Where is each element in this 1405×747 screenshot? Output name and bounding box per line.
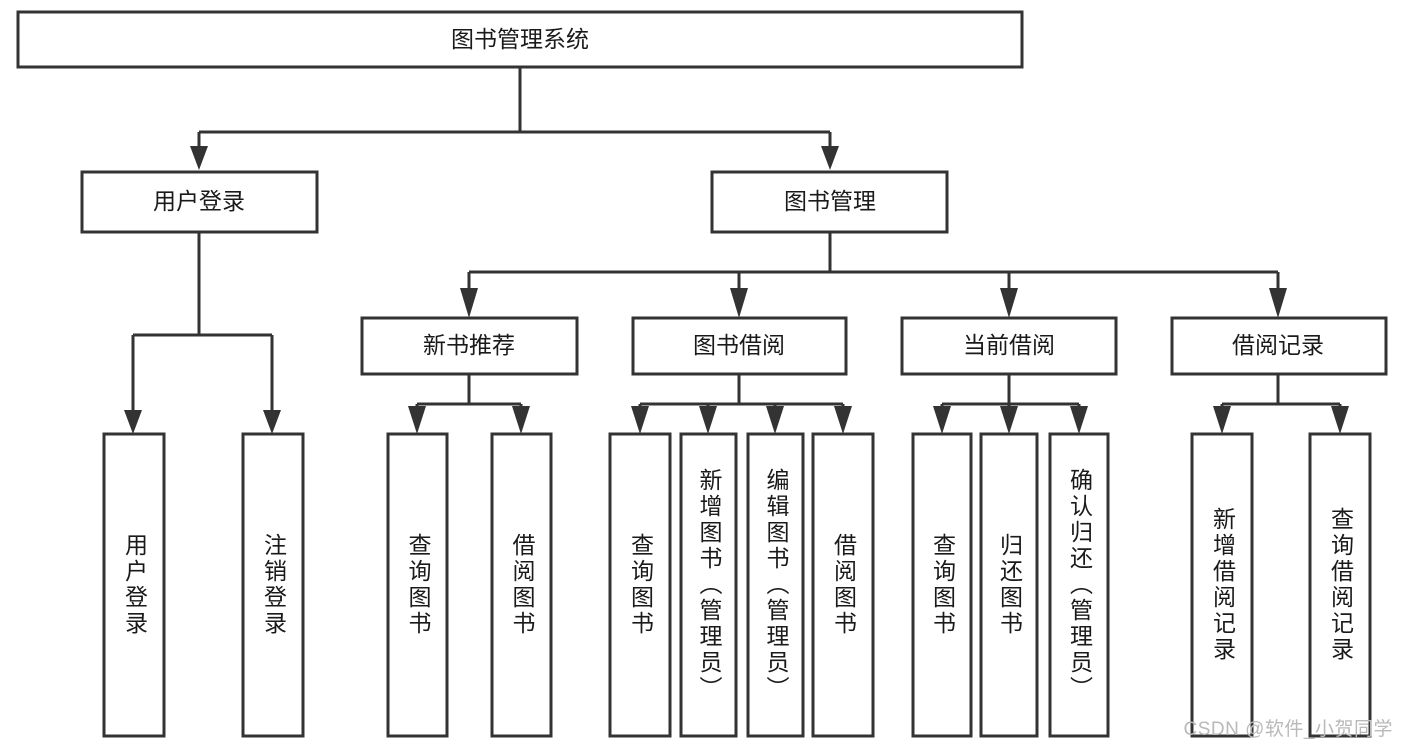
node-current-borrow[interactable]: 当前借阅: [900, 316, 1118, 376]
arrow-icon: [408, 406, 426, 434]
node-label: 当前借阅: [963, 332, 1055, 358]
leaf-box-query-book-3[interactable]: [911, 432, 973, 738]
arrow-icon: [699, 406, 717, 434]
leaf-box-borrow-book-1[interactable]: [490, 432, 553, 738]
connector-new-book-to-leaves: [408, 374, 530, 434]
leaf-box-add-book-admin[interactable]: [679, 432, 738, 738]
node-box: [631, 316, 848, 376]
node-box: [900, 316, 1118, 376]
connector-user-login-to-leaves: [124, 232, 281, 434]
node-book-borrow[interactable]: 图书借阅: [631, 316, 848, 376]
arrow-icon: [821, 146, 839, 170]
node-label: 图书管理: [784, 188, 876, 214]
connector-book-borrow-to-leaves: [631, 374, 852, 434]
leaf-box-return-book[interactable]: [979, 432, 1039, 738]
node-label: 新书推荐: [423, 332, 515, 358]
arrow-icon: [263, 410, 281, 434]
node-new-book-recommend[interactable]: 新书推荐: [360, 316, 579, 376]
node-label: 图书管理系统: [451, 26, 589, 52]
node-box: [80, 170, 319, 234]
node-label: 图书借阅: [693, 332, 785, 358]
connector-book-manage-to-level3: [460, 232, 1287, 318]
arrow-icon: [1000, 406, 1018, 434]
leaf-box-confirm-return-admin[interactable]: [1048, 432, 1110, 738]
node-book-management[interactable]: 图书管理: [710, 170, 949, 234]
leaf-box-logout[interactable]: [241, 432, 305, 738]
connector-borrow-record-to-leaves: [1213, 374, 1349, 434]
watermark-text: CSDN @软件_小贺同学: [1183, 719, 1393, 740]
leaf-box-edit-book-admin[interactable]: [746, 432, 805, 738]
arrow-icon: [1331, 406, 1349, 434]
arrow-icon: [512, 406, 530, 434]
arrow-icon: [1070, 406, 1088, 434]
leaf-box-query-borrow-record[interactable]: [1308, 432, 1372, 738]
leaf-box-add-borrow-record[interactable]: [1190, 432, 1254, 738]
connector-root-to-level2: [190, 67, 839, 170]
arrow-icon: [1269, 288, 1287, 318]
node-box: [710, 170, 949, 234]
node-borrow-record[interactable]: 借阅记录: [1170, 316, 1388, 376]
node-user-login[interactable]: 用户登录: [80, 170, 319, 234]
arrow-icon: [124, 410, 142, 434]
arrow-icon: [460, 288, 478, 318]
arrow-icon: [1000, 288, 1018, 318]
connector-current-borrow-to-leaves: [933, 374, 1088, 434]
arrow-icon: [730, 288, 748, 318]
node-box: [360, 316, 579, 376]
arrow-icon: [631, 406, 649, 434]
arrow-icon: [834, 406, 852, 434]
leaf-box-user-login[interactable]: [102, 432, 166, 738]
node-box: [1170, 316, 1388, 376]
arrow-icon: [190, 146, 208, 170]
arrow-icon: [933, 406, 951, 434]
node-box: [16, 10, 1024, 69]
leaf-box-query-book-1[interactable]: [386, 432, 449, 738]
arrow-icon: [1213, 406, 1231, 434]
arrow-icon: [766, 406, 784, 434]
node-label: 借阅记录: [1232, 332, 1324, 358]
node-label: 用户登录: [153, 188, 245, 214]
leaf-box-borrow-book-2[interactable]: [811, 432, 875, 738]
node-root-book-management-system[interactable]: 图书管理系统: [16, 10, 1024, 69]
leaf-box-query-book-2[interactable]: [608, 432, 672, 738]
